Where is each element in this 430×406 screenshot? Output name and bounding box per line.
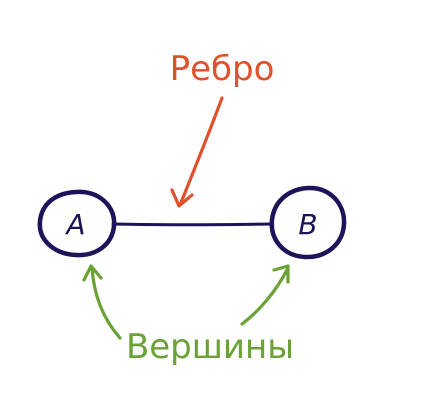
node-a: A bbox=[37, 189, 117, 258]
nodes-annotation-arrow-left bbox=[82, 264, 122, 340]
node-a-label: A bbox=[64, 208, 85, 241]
nodes-annotation-label: Вершины bbox=[126, 327, 294, 367]
nodes-annotation-arrow-right bbox=[240, 264, 290, 326]
edge-annotation-label: Ребро bbox=[170, 49, 275, 89]
edge-annotation-arrow bbox=[170, 96, 224, 208]
node-b-label: B bbox=[298, 208, 317, 241]
graph-edge bbox=[111, 222, 274, 227]
node-b: B bbox=[269, 185, 347, 260]
node-b-circle bbox=[269, 185, 347, 260]
node-a-circle bbox=[37, 189, 117, 258]
